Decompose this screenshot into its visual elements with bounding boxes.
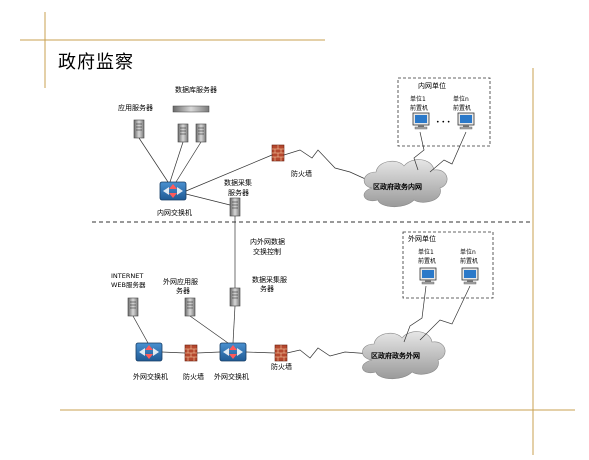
outer-links [132,305,373,359]
inner-unit-box-title: 内网单位 [418,81,446,90]
outer-switch-1-label: 外网交换机 [133,372,168,381]
outer-cloud: 区政府政务外网 [362,331,446,380]
inner-unit-box: 内网单位 单位1 前置机 单位n 前置机 • • • [397,77,491,147]
inner-unit1-label-1: 单位1 [410,95,426,103]
outer-switch-2-label: 外网交换机 [214,372,249,381]
inner-switch: 内网交换机 [157,181,192,217]
slide-title: 政府监察 [58,52,134,73]
outer-internet-server: INTERNET WEB服务器 [111,272,146,317]
inner-cloud: 区政府政务内网 [363,159,448,208]
outer-firewall-2-label: 防火墙 [271,362,292,371]
inner-firewall: 防火墙 [271,144,312,178]
inner-app-server: 应用服务器 [118,103,153,139]
exchange-control: 内外网数据 交换控制 [234,216,285,288]
outer-switch-2: 外网交换机 [214,342,249,381]
inner-collect-label-1: 数据采集 [224,178,252,187]
outer-firewall-1: 防火墙 [183,344,204,381]
outer-unit-box: 外网单位 单位1 前置机 单位n 前置机 [402,231,494,299]
inner-db-server: 数据库服务器 [172,85,217,143]
outer-app-label-1: 外网应用服 [163,277,198,286]
inner-switch-label: 内网交换机 [157,208,192,217]
inner-unit-links [413,131,467,173]
outer-unit-links [403,285,471,343]
outer-unit1-pc-icon [419,267,437,285]
inner-cloud-label: 区政府政务内网 [373,182,422,191]
inner-unit1-pc-icon [412,112,430,130]
outer-unit1-label-1: 单位1 [418,248,434,256]
inner-app-server-label: 应用服务器 [118,103,153,112]
inner-unit1-label-2: 前置机 [410,104,428,112]
outer-cloud-label: 区政府政务外网 [371,351,420,360]
inner-unitn-pc-icon [457,112,475,130]
outer-internet-label-1: INTERNET [111,272,143,280]
inner-collect-server: 数据采集 服务器 [224,178,252,217]
outer-app-server: 外网应用服 务器 [163,277,198,317]
outer-collect-label-2: 务器 [260,284,274,293]
outer-collect-server: 数据采集服 务器 [229,275,287,307]
outer-internet-label-2: WEB服务器 [111,280,146,289]
inner-unitn-label-1: 单位n [453,95,469,103]
inner-links [138,137,373,206]
slide-frame-lines [20,12,575,455]
outer-app-label-2: 务器 [176,286,190,295]
inner-collect-label-2: 服务器 [228,188,249,197]
inner-db-server-label: 数据库服务器 [175,85,217,94]
outer-unit-box-title: 外网单位 [408,234,436,243]
outer-firewall-2: 防火墙 [271,344,292,371]
outer-unitn-pc-icon [461,267,479,285]
outer-firewall-1-label: 防火墙 [183,372,204,381]
outer-switch-1: 外网交换机 [133,342,168,381]
exchange-label-1: 内外网数据 [250,237,285,246]
outer-unit1-label-2: 前置机 [418,257,436,265]
outer-unitn-label-2: 前置机 [460,257,478,265]
inner-unitn-label-2: 前置机 [453,104,471,112]
outer-unitn-label-1: 单位n [460,248,476,256]
outer-collect-label-1: 数据采集服 [252,275,287,284]
inner-unit-ellipsis: • • • [436,119,450,126]
inner-firewall-label: 防火墙 [291,169,312,178]
exchange-label-2: 交换控制 [253,247,281,256]
